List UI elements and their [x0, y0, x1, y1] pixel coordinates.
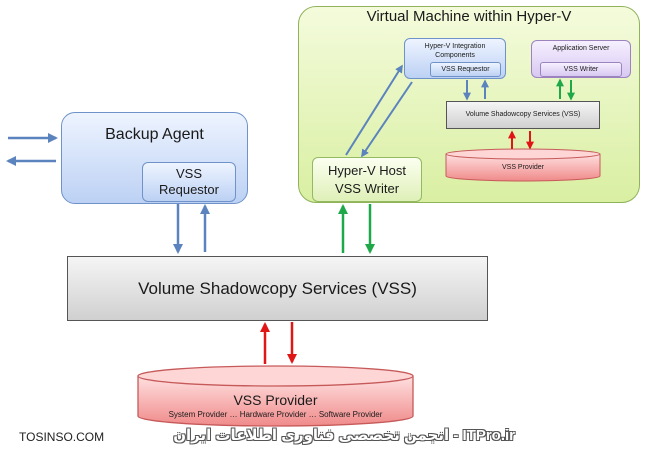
- application-server-title: Application Server: [552, 45, 610, 52]
- vm-vss-box: Volume Shadowcopy Services (VSS): [446, 101, 600, 129]
- vm-vss-provider-label: VSS Provider: [501, 164, 545, 171]
- integration-vss-requestor: VSS Requestor: [430, 62, 501, 77]
- backup-agent-title: Backup Agent: [105, 126, 204, 143]
- host-vss-provider-title: VSS Provider: [233, 392, 318, 408]
- host-vss-box: Volume Shadowcopy Services (VSS): [67, 256, 488, 321]
- integration-to-host-arrow: [361, 81, 413, 158]
- watermark-tosinso: TOSINSO.COM: [19, 430, 105, 444]
- host-to-integration-arrow: [345, 64, 403, 156]
- vm-vss-provider-cylinder: [445, 148, 601, 182]
- app-vss-writer: VSS Writer: [540, 62, 622, 77]
- watermark-itpro: انجمن تخصصی فناوری اطلاعات ایران - ITPro…: [173, 427, 515, 444]
- host-vss-provider-subtitle: System Provider … Hardware Provider … So…: [168, 410, 383, 419]
- virtual-machine-title: Virtual Machine within Hyper-V: [366, 8, 572, 25]
- hyperv-integration-title: Hyper-V Integration Components: [424, 43, 486, 59]
- hyperv-host-vss-writer: Hyper-V Host VSS Writer: [312, 157, 422, 202]
- host-vss-provider-cylinder: [137, 365, 414, 427]
- backup-vss-requestor: VSS Requestor: [142, 162, 236, 202]
